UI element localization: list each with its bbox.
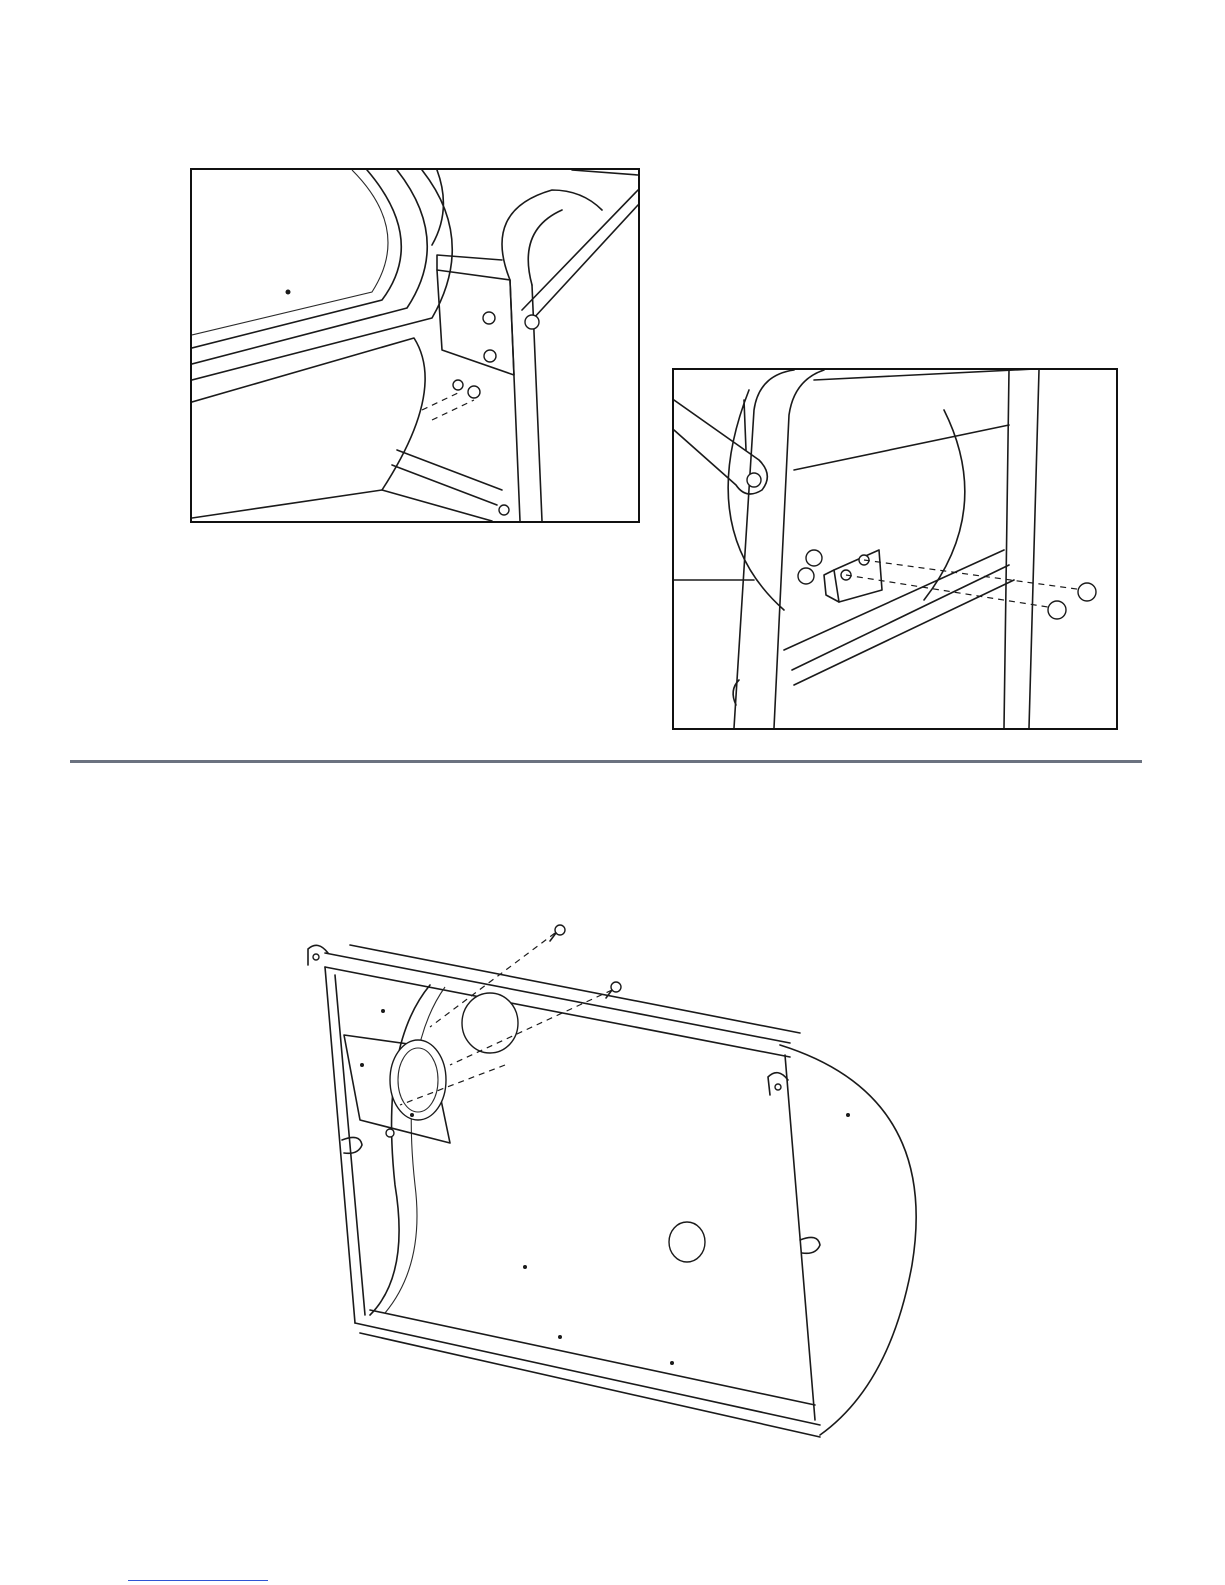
firebox-exploded-drawing (300, 915, 920, 1440)
nut-icon (798, 568, 814, 584)
washer-icon (468, 386, 480, 398)
bolt-icon (1048, 601, 1066, 619)
section-divider (70, 760, 1142, 763)
screw-icon (525, 315, 539, 329)
washer-icon (386, 1129, 394, 1137)
footer-link-underline (128, 1580, 268, 1581)
screw-icon (483, 312, 495, 324)
bolt-icon (1078, 583, 1096, 601)
screw-icon (747, 473, 761, 487)
thermometer-hole-icon (669, 1222, 705, 1262)
nut-icon (806, 550, 822, 566)
detail-figure-rail-bracket (672, 368, 1118, 730)
flue-hole-icon (462, 993, 518, 1053)
main-exploded-figure (300, 915, 920, 1440)
rail-bracket-drawing (674, 370, 1116, 728)
screw-icon (499, 505, 509, 515)
bolt-icon (453, 380, 463, 390)
detail-figure-hinge-bracket (190, 168, 640, 523)
screw-icon (484, 350, 496, 362)
hole-icon (313, 954, 319, 960)
hinge-bracket-drawing (192, 170, 638, 521)
hole-icon (775, 1084, 781, 1090)
